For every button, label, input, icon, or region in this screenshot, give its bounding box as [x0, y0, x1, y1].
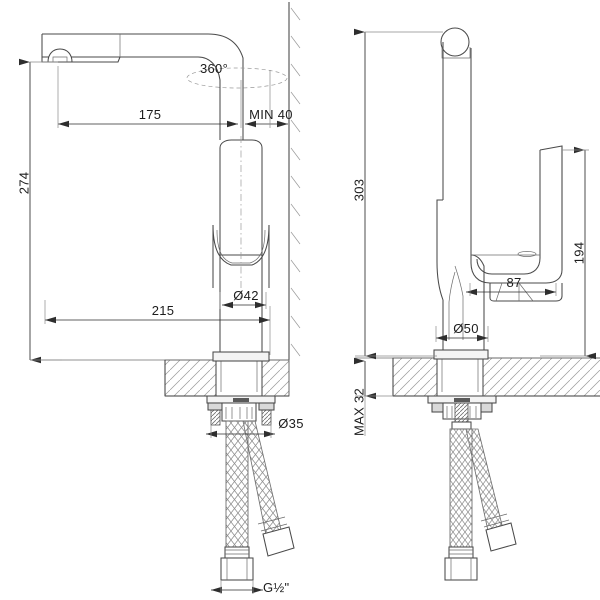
dimension-215-label: 215	[152, 303, 175, 318]
dimension-thread: G½"	[211, 580, 290, 595]
dimension-max-32-label: MAX 32	[352, 388, 367, 436]
dimension-87-label: 87	[506, 275, 521, 290]
lever-side	[470, 145, 563, 302]
dimension-thread-label: G½"	[263, 580, 290, 595]
under-counter-fixing-side	[427, 395, 497, 430]
dimension-194-label: 194	[572, 242, 587, 265]
dimension-274-label: 274	[17, 172, 32, 195]
under-counter-fixing-front	[206, 395, 276, 426]
dimension-d42: Ø42	[219, 288, 267, 309]
rotation-360-annotation: 360°	[200, 61, 228, 76]
dimension-min-40: MIN 40	[245, 70, 293, 128]
dimension-175-label: 175	[139, 107, 162, 122]
dimension-303-label: 303	[352, 179, 367, 202]
rotation-indicator	[186, 67, 288, 89]
rotation-360-label: 360°	[200, 61, 228, 76]
dimension-d50: Ø50	[435, 321, 489, 342]
dimension-194: 194	[540, 146, 596, 360]
spout-arm-front	[41, 33, 244, 140]
dimension-d50-label: Ø50	[453, 321, 478, 336]
dimension-87: 87	[466, 275, 557, 296]
dimension-303: 303	[352, 28, 443, 360]
dimension-max-32: MAX 32	[352, 357, 393, 436]
dimension-d35-label: Ø35	[278, 416, 303, 431]
dimension-215: 215	[44, 300, 271, 355]
faucet-body-side	[433, 27, 489, 360]
supply-hoses-front	[220, 420, 295, 581]
dimension-274: 274	[17, 58, 62, 364]
side-view: 303 MAX 32 194 87 Ø50	[352, 27, 600, 581]
supply-hoses-side	[444, 428, 517, 581]
wall-section	[288, 2, 301, 360]
countertop-section-front	[30, 359, 290, 397]
faucet-body-front	[212, 136, 270, 362]
front-view: 274 175 MIN 40 360° Ø42	[17, 2, 303, 595]
dimension-d35: Ø35	[206, 416, 303, 438]
dimension-175: 175	[57, 66, 242, 128]
countertop-section-side	[355, 357, 600, 397]
dimension-d42-label: Ø42	[233, 288, 258, 303]
dimension-min-40-label: MIN 40	[249, 107, 293, 122]
